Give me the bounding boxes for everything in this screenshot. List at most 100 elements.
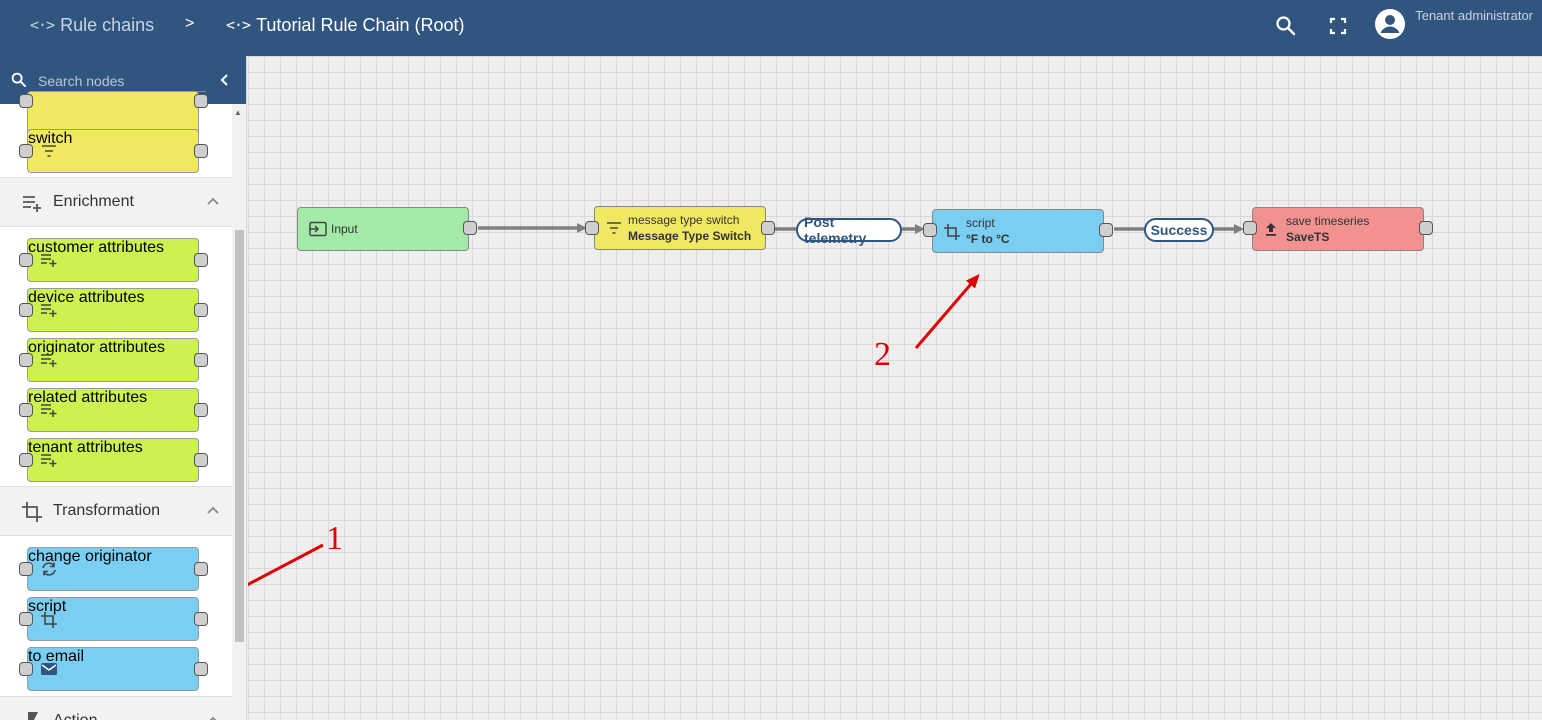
library-node-label: device attributes [28, 289, 145, 306]
library-node-script[interactable]: script [27, 597, 199, 641]
sync-icon [42, 562, 56, 576]
library-node-switch[interactable]: switch [27, 129, 199, 173]
library-node-label: customer attributes [28, 239, 165, 256]
section-title: Transformation [53, 502, 160, 519]
filter-icon [607, 222, 621, 234]
crop-icon [22, 502, 42, 522]
section-header-enrichment[interactable]: Enrichment [0, 177, 232, 227]
fullscreen-icon[interactable] [1326, 14, 1350, 38]
node-input-port[interactable] [923, 223, 937, 237]
library-node-to-email[interactable]: to email [27, 647, 199, 691]
node-input-port [19, 562, 33, 576]
library-node-label: script [28, 598, 67, 615]
node-output-port[interactable] [761, 221, 775, 235]
node-output-port [194, 662, 208, 676]
node-input-port [19, 662, 33, 676]
annotation-arrow-2 [914, 273, 980, 349]
search-nodes-input[interactable] [38, 70, 206, 92]
annotation-number-2: 2 [874, 336, 891, 373]
input-icon [309, 221, 327, 237]
node-input-port[interactable] [585, 221, 599, 235]
connections-layer [248, 223, 1244, 587]
edge-label-success[interactable]: Success [1144, 218, 1214, 242]
node-input-port [19, 353, 33, 367]
node-script[interactable]: script °F to °C [932, 209, 1104, 253]
node-output-port [194, 612, 208, 626]
library-node-originator-attributes[interactable]: originator attributes [27, 338, 199, 382]
account-circle-icon[interactable] [1374, 8, 1406, 40]
playlist-add-icon [41, 404, 57, 417]
playlist-add-icon [41, 254, 57, 267]
code-icon: <·> [30, 16, 55, 34]
playlist-add-icon [41, 304, 57, 317]
node-output-port [194, 94, 208, 108]
node-title: °F to °C [966, 232, 1010, 246]
node-input-port [19, 403, 33, 417]
node-save-timeseries[interactable]: save timeseries SaveTS [1252, 207, 1424, 251]
chevron-up-icon[interactable] [206, 196, 220, 206]
playlist-add-icon [41, 354, 57, 367]
node-output-port [194, 353, 208, 367]
node-output-port [194, 253, 208, 267]
breadcrumb-current-chain: <·> Tutorial Rule Chain (Root) [226, 13, 465, 37]
breadcrumb-separator: > [185, 15, 195, 32]
edge-label-post-telemetry[interactable]: Post telemetry [796, 214, 902, 246]
node-input-port[interactable] [1243, 221, 1257, 235]
node-title: Message Type Switch [628, 229, 752, 243]
playlist-add-icon [41, 454, 57, 467]
node-message-type-switch[interactable]: message type switch Message Type Switch [594, 206, 766, 250]
node-output-port [194, 453, 208, 467]
node-type-name: message type switch [628, 213, 740, 227]
node-output-port[interactable] [1099, 223, 1113, 237]
library-node-label: change originator [28, 548, 152, 565]
node-output-port [194, 144, 208, 158]
crop-icon [41, 612, 57, 628]
node-output-port[interactable] [1419, 221, 1433, 235]
code-icon: <·> [226, 16, 251, 34]
annotation-number-1: 1 [326, 520, 343, 557]
search-icon[interactable] [1274, 14, 1298, 38]
node-input[interactable]: Input [297, 207, 469, 251]
library-node-change-originator[interactable]: change originator [27, 547, 199, 591]
node-output-port [194, 303, 208, 317]
node-type-name: script [966, 216, 995, 230]
library-node-device-attributes[interactable]: device attributes [27, 288, 199, 332]
node-type-name: save timeseries [1286, 214, 1370, 228]
breadcrumb-rule-chains[interactable]: <·> Rule chains [30, 13, 154, 37]
node-input-port [19, 94, 33, 108]
crop-icon [944, 224, 960, 240]
rule-chain-canvas[interactable]: Input message type switch Message Type S… [248, 56, 1542, 720]
node-input-port [19, 453, 33, 467]
flash-icon [28, 712, 38, 720]
section-header-action[interactable]: Action [0, 696, 232, 720]
chevron-up-icon[interactable] [206, 715, 220, 720]
filter-icon [42, 145, 56, 157]
node-output-port [194, 562, 208, 576]
node-input-port [19, 253, 33, 267]
chevron-left-icon[interactable] [218, 72, 232, 88]
annotation-arrow-1 [248, 543, 324, 587]
library-node-label: switch [28, 130, 73, 147]
library-node-partial[interactable] [27, 91, 199, 135]
upload-icon [1266, 223, 1276, 236]
library-node-tenant-attributes[interactable]: tenant attributes [27, 438, 199, 482]
breadcrumb-root-label: Rule chains [60, 14, 155, 35]
chevron-up-icon[interactable] [206, 505, 220, 515]
node-output-port [194, 403, 208, 417]
library-node-label: related attributes [28, 389, 148, 406]
section-title: Action [53, 712, 97, 720]
search-icon [11, 72, 26, 87]
scroll-up-arrow-icon[interactable]: ▲ [234, 108, 242, 117]
section-header-transformation[interactable]: Transformation [0, 486, 232, 536]
library-node-customer-attributes[interactable]: customer attributes [27, 238, 199, 282]
breadcrumb-current-label: Tutorial Rule Chain (Root) [256, 14, 465, 35]
node-label: Input [331, 222, 358, 236]
playlist-add-icon [23, 196, 41, 212]
sidebar-scrollbar-thumb[interactable] [235, 230, 244, 642]
section-title: Enrichment [53, 193, 134, 210]
email-icon [41, 663, 57, 675]
node-library-sidebar: switch Enrichment customer attributes de… [0, 56, 247, 720]
node-output-port[interactable] [463, 221, 477, 235]
node-input-port [19, 612, 33, 626]
library-node-related-attributes[interactable]: related attributes [27, 388, 199, 432]
